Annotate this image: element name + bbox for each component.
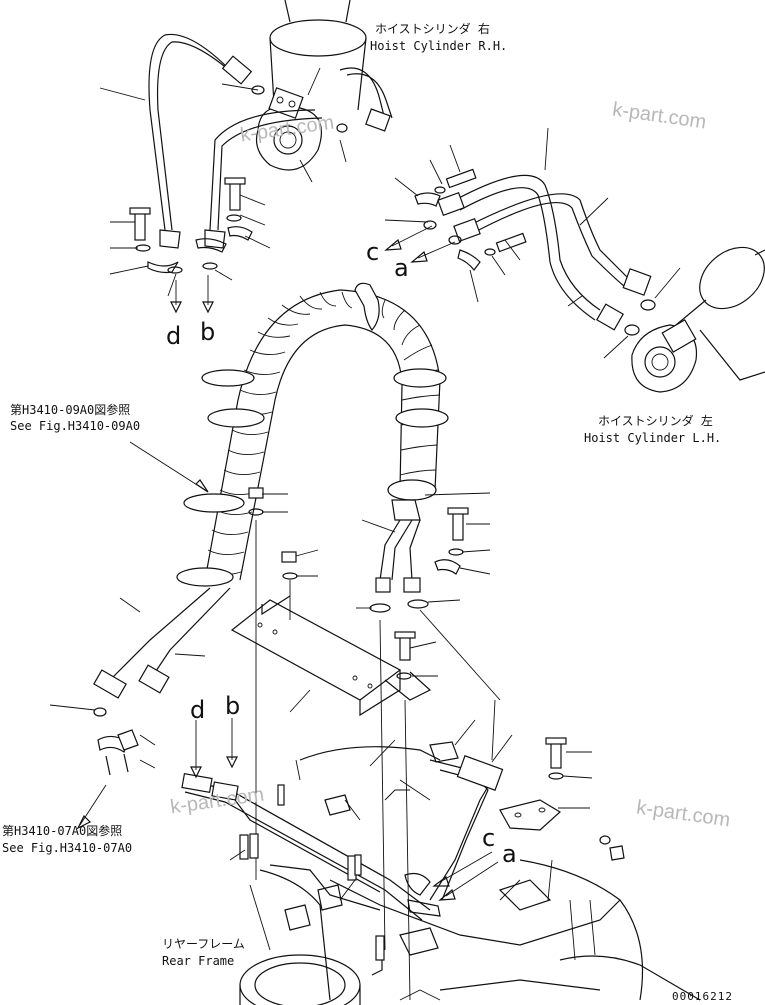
ref-h3410-07a0-jp-label: 第H3410-07A0図参照 <box>2 824 123 838</box>
hoist-cylinder-lh-label: Hoist Cylinder L.H. <box>584 431 722 445</box>
hoist-cylinder-lh <box>631 246 765 393</box>
connection-letter-d-mid: d <box>190 696 206 724</box>
ref-h3410-09a0-jp-label: 第H3410-09A0図参照 <box>10 403 131 417</box>
hoist-cylinder-rh-label: Hoist Cylinder R.H. <box>370 39 508 53</box>
small-clamps <box>76 441 209 830</box>
connection-letter-b-top: b <box>200 318 216 346</box>
rh-hoses <box>99 33 393 314</box>
guide-lines <box>255 520 501 1001</box>
ref-h3410-07a0-label: See Fig.H3410-07A0 <box>2 841 133 855</box>
drawing-number: 00016212 <box>672 990 733 1003</box>
connection-letter-d-top: d <box>166 322 182 350</box>
hoist-cylinder-rh <box>255 0 367 171</box>
rear-frame-assembly <box>181 718 701 1005</box>
wrapped-hose-bundle <box>49 282 491 717</box>
lh-hoses <box>384 127 681 359</box>
ref-h3410-09a0-label: See Fig.H3410-09A0 <box>10 419 141 433</box>
connection-letter-a-low: a <box>502 840 517 868</box>
bracket-plate <box>230 595 438 717</box>
rear-frame-label: Rear Frame <box>162 954 235 968</box>
connection-letter-a-top: a <box>394 254 409 282</box>
hoist-cylinder-lh-jp-label: ホイストシリンダ 左 <box>598 414 713 428</box>
connection-letter-c-low: c <box>482 824 496 852</box>
hoist-cylinder-rh-jp-label: ホイストシリンダ 右 <box>375 22 490 36</box>
connection-letter-b-mid: b <box>225 692 241 720</box>
connection-letter-c-top: c <box>366 238 380 266</box>
rear-frame-jp-label: リヤーフレーム <box>162 937 245 951</box>
